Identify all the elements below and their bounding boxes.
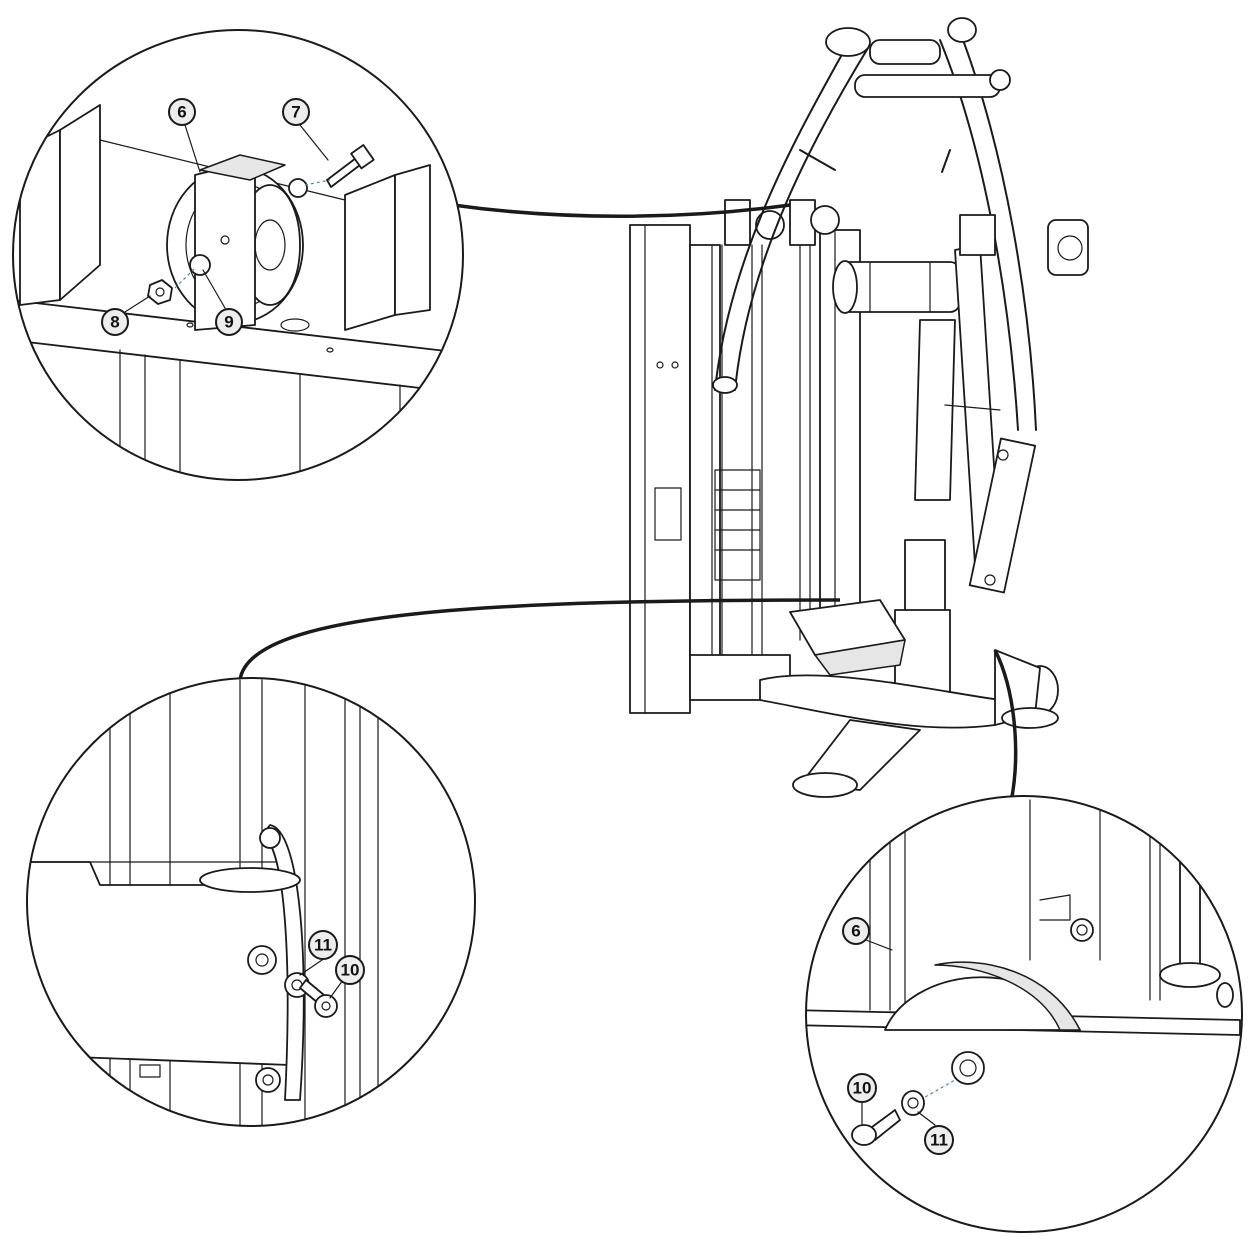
detail-view-bottom-left [26, 677, 476, 1127]
leader-lines [238, 203, 1018, 798]
machine-illustration [629, 17, 1089, 798]
callout-6-top-left: 6 [168, 98, 196, 126]
callout-6-bottom-right: 6 [842, 917, 870, 945]
callout-label: 6 [851, 922, 860, 941]
callout-label: 7 [291, 103, 300, 122]
callout-10-bottom-left: 10 [335, 955, 365, 985]
callout-10-bottom-right: 10 [847, 1073, 877, 1103]
callout-9-top-left: 9 [215, 308, 243, 336]
callout-label: 6 [177, 103, 186, 122]
callout-label: 9 [224, 313, 233, 332]
callout-label: 10 [853, 1079, 872, 1098]
callout-8-top-left: 8 [101, 308, 129, 336]
detail-view-top-left [12, 29, 464, 481]
callout-leaders [124, 124, 936, 1126]
detail-view-bottom-right [805, 795, 1243, 1233]
callout-11-bottom-right: 11 [924, 1125, 954, 1155]
callout-11-bottom-left: 11 [308, 930, 338, 960]
callout-label: 8 [110, 313, 119, 332]
callout-label: 11 [930, 1131, 948, 1150]
callout-label: 11 [314, 936, 332, 955]
callout-7-top-left: 7 [282, 98, 310, 126]
callout-label: 10 [341, 961, 360, 980]
